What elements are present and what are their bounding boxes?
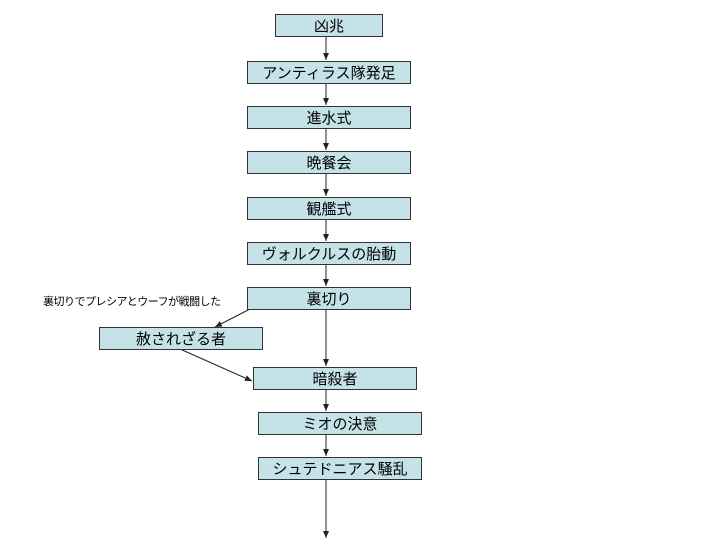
node-antiras-formation: アンティラス隊発足 xyxy=(247,61,411,84)
node-fleet-review: 観艦式 xyxy=(247,197,411,220)
node-mio-resolve: ミオの決意 xyxy=(258,412,422,435)
node-banquet: 晩餐会 xyxy=(247,151,411,174)
node-unforgiven: 赦されざる者 xyxy=(99,327,263,350)
node-omen: 凶兆 xyxy=(275,14,383,37)
node-betrayal: 裏切り xyxy=(247,287,411,310)
node-launch-ceremony: 進水式 xyxy=(247,106,411,129)
arrow-branch xyxy=(214,308,251,328)
node-assassin: 暗殺者 xyxy=(253,367,417,390)
annotation-text: 裏切りでプレシアとウーフが戦闘した xyxy=(43,295,221,308)
node-schtedonias-turmoil: シュテドニアス騒乱 xyxy=(258,457,422,480)
arrow-merge xyxy=(179,348,253,382)
node-volkruss-stirring: ヴォルクルスの胎動 xyxy=(247,242,411,265)
